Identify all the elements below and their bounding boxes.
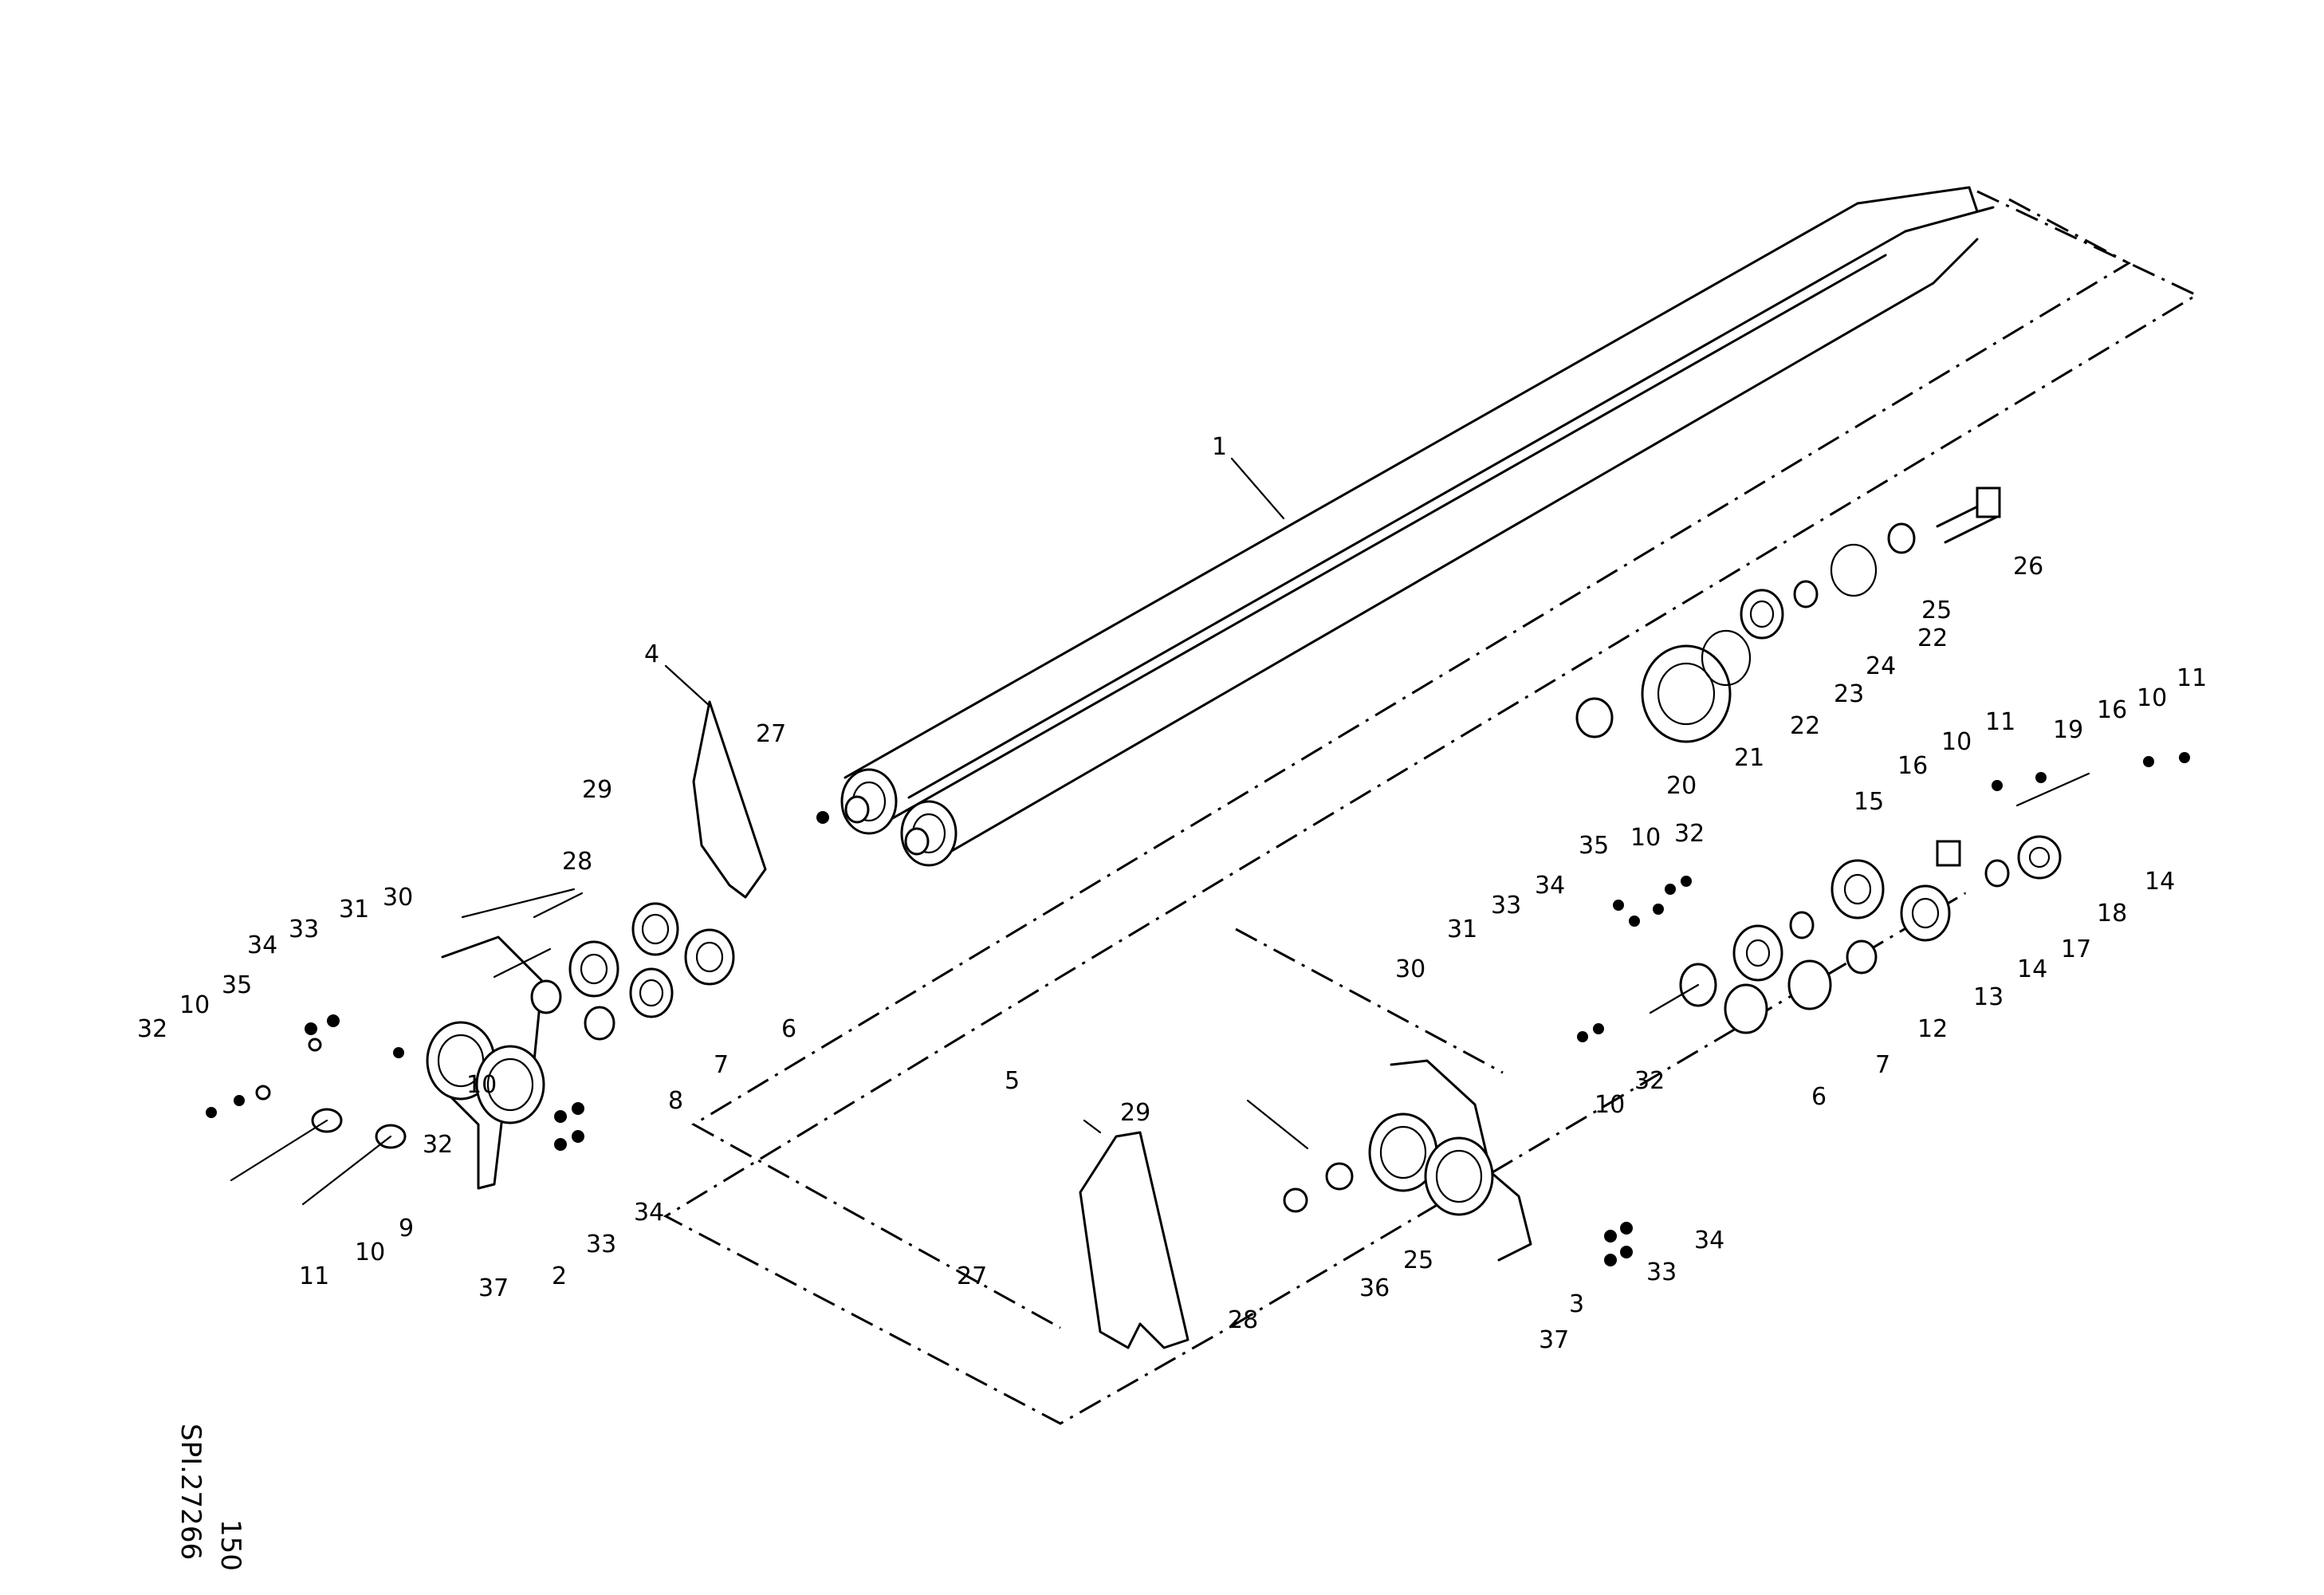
callout-24: 24 xyxy=(1866,652,1896,680)
drawing-identifier: SPI.27266 150 xyxy=(175,1424,246,1571)
drive-gear-stack xyxy=(1649,772,2090,1034)
callout-16: 16 xyxy=(1897,752,1928,780)
callout-18: 18 xyxy=(2097,900,2127,927)
sheet-number: 150 xyxy=(214,1519,246,1571)
callout-14: 14 xyxy=(2145,868,2175,896)
callout-4: 4 xyxy=(644,640,659,668)
callout-35: 35 xyxy=(222,971,252,999)
callout-7: 7 xyxy=(714,1051,729,1079)
callout-37: 37 xyxy=(478,1274,509,1302)
left-bearing-stack xyxy=(230,888,735,1206)
callout-32: 32 xyxy=(137,1015,167,1043)
assembly-boundary-lines xyxy=(663,190,2200,1425)
callout-27: 27 xyxy=(957,1262,987,1290)
callout-33: 33 xyxy=(1646,1258,1677,1286)
callout-16: 16 xyxy=(2097,696,2127,724)
callout-21: 21 xyxy=(1734,744,1764,772)
callout-33: 33 xyxy=(586,1231,616,1258)
callout-10: 10 xyxy=(179,991,210,1019)
callout-27: 27 xyxy=(756,720,786,748)
callout-32: 32 xyxy=(1634,1067,1665,1095)
callout-32: 32 xyxy=(423,1131,453,1159)
left-side-plate xyxy=(426,700,767,1190)
callout-31: 31 xyxy=(339,896,369,924)
callout-31: 31 xyxy=(1447,916,1477,943)
callout-10: 10 xyxy=(1595,1091,1625,1119)
callout-32: 32 xyxy=(1674,820,1705,848)
callout-1: 1 xyxy=(1212,433,1227,461)
callout-6: 6 xyxy=(1811,1083,1827,1111)
callout-33: 33 xyxy=(1491,892,1521,920)
callout-20: 20 xyxy=(1666,772,1697,800)
callout-36: 36 xyxy=(1359,1274,1390,1302)
drawing-code: SPI.27266 xyxy=(175,1424,206,1560)
callout-10: 10 xyxy=(2137,684,2167,712)
callout-11: 11 xyxy=(299,1262,329,1290)
callout-28: 28 xyxy=(1228,1306,1258,1334)
callout-19: 19 xyxy=(2053,716,2083,744)
callout-14: 14 xyxy=(2017,955,2047,983)
callout-10: 10 xyxy=(1630,824,1661,852)
callout-15: 15 xyxy=(1854,788,1884,816)
callout-8: 8 xyxy=(668,1087,683,1115)
callout-6: 6 xyxy=(781,1015,796,1043)
callout-30: 30 xyxy=(383,884,413,912)
callout-22: 22 xyxy=(1790,712,1820,740)
right-bearing-stack xyxy=(1575,486,2001,743)
callout-37: 37 xyxy=(1539,1326,1569,1354)
callout-22: 22 xyxy=(1917,624,1948,652)
callout-34: 34 xyxy=(247,931,277,959)
callout-34: 34 xyxy=(1694,1227,1724,1254)
callout-35: 35 xyxy=(1579,832,1609,860)
callout-11: 11 xyxy=(1985,708,2015,736)
callout-26: 26 xyxy=(2013,553,2043,581)
callout-9: 9 xyxy=(399,1215,414,1243)
hardware xyxy=(206,752,2190,1266)
callout-34: 34 xyxy=(1535,872,1565,900)
callout-12: 12 xyxy=(1917,1015,1948,1043)
callout-11: 11 xyxy=(2177,664,2207,692)
callout-3: 3 xyxy=(1569,1290,1584,1318)
callout-10: 10 xyxy=(1941,728,1972,756)
callout-25: 25 xyxy=(1403,1246,1433,1274)
leader-lines xyxy=(664,457,1309,1150)
roller-assembly xyxy=(840,186,1995,867)
callout-7: 7 xyxy=(1875,1051,1890,1079)
callout-5: 5 xyxy=(1005,1067,1020,1095)
callout-23: 23 xyxy=(1834,680,1864,708)
callout-29: 29 xyxy=(582,776,612,804)
callout-25: 25 xyxy=(1921,597,1952,624)
right-side-plate xyxy=(1079,1059,1532,1349)
callout-10: 10 xyxy=(466,1071,497,1099)
callout-2: 2 xyxy=(552,1262,567,1290)
callout-17: 17 xyxy=(2061,935,2091,963)
callout-29: 29 xyxy=(1120,1099,1150,1127)
callout-13: 13 xyxy=(1973,983,2004,1011)
callout-34: 34 xyxy=(634,1199,664,1227)
callout-10: 10 xyxy=(355,1239,385,1266)
callout-28: 28 xyxy=(562,848,592,876)
callout-30: 30 xyxy=(1395,955,1425,983)
callout-labels: 1 4 27 29 28 30 31 33 34 10 35 32 10 32 … xyxy=(137,433,2207,1354)
callout-33: 33 xyxy=(289,916,319,943)
